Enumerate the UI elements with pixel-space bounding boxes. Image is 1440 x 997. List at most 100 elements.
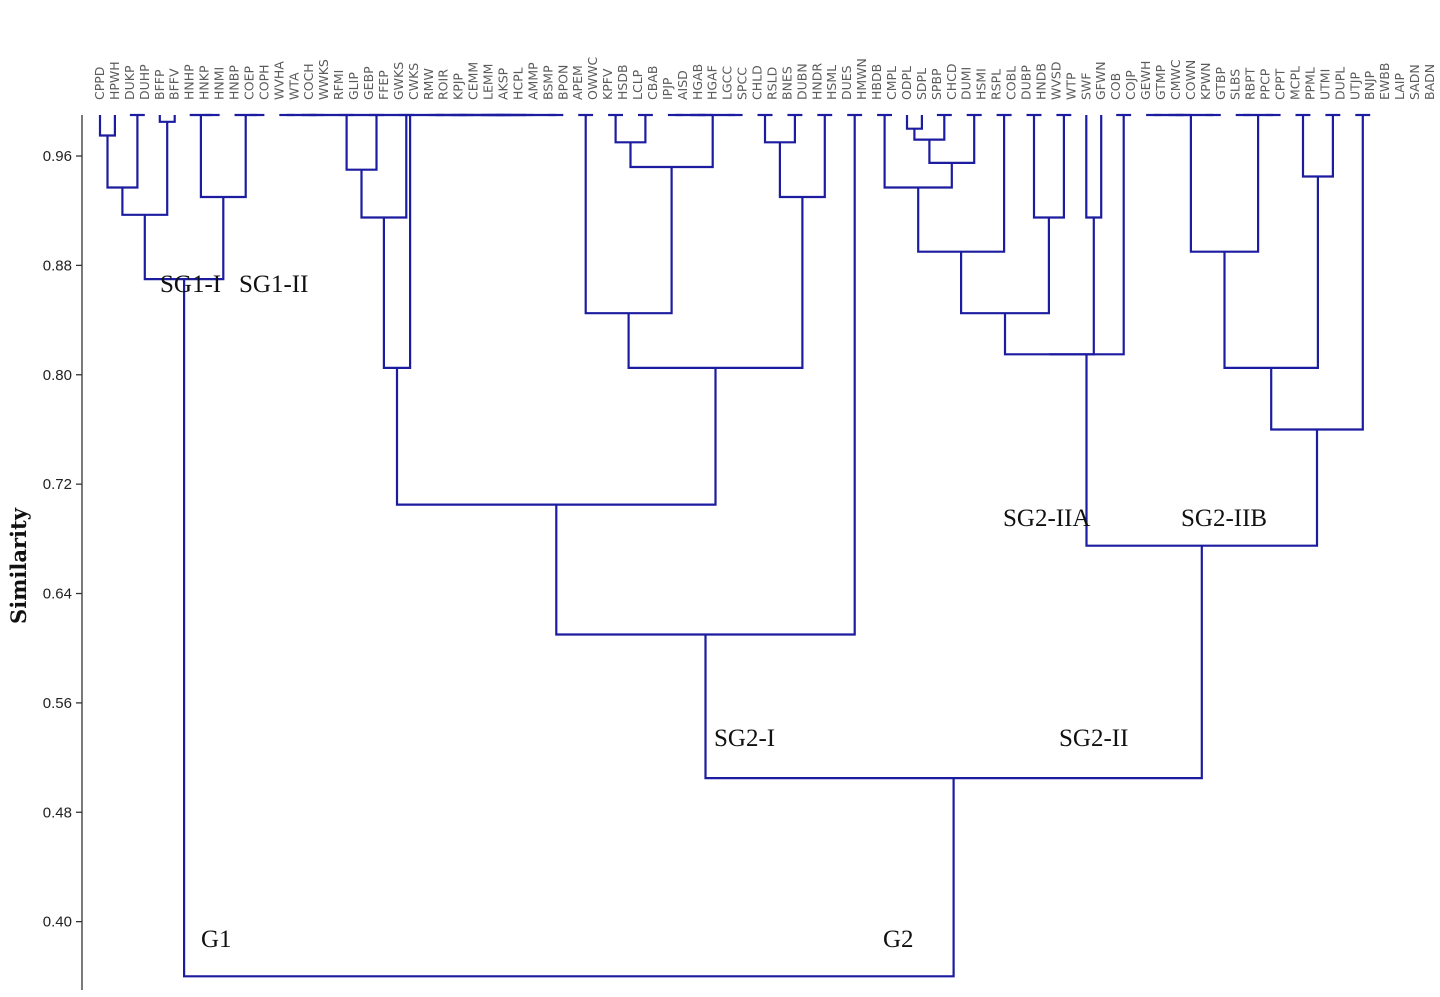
leaf-label: HNHP (182, 64, 197, 100)
group-label-sg1-ii: SG1-II (239, 271, 308, 298)
group-label-g2: G2 (883, 926, 914, 953)
leaf-label: GLIP (346, 72, 361, 100)
leaf-label: HBDB (869, 64, 884, 100)
leaf-label: HMWN (854, 58, 869, 100)
leaf-label: RFMI (331, 70, 346, 100)
leaf-label: GTBP (1213, 67, 1228, 100)
y-tick-label: 0.40 (43, 914, 72, 931)
dendrogram-branch (143, 197, 225, 281)
leaf-label: RSPL (989, 69, 1004, 100)
leaf-label: HNDB (1034, 63, 1049, 100)
leaf-label: OWWC (585, 56, 600, 100)
leaf-label: BSMP (540, 65, 555, 100)
dendrogram-branch (360, 115, 408, 219)
leaf-label: LEMM (481, 64, 496, 100)
leaf-label: KPJP (451, 73, 466, 100)
group-label-sg2-iib: SG2-IIB (1181, 505, 1267, 532)
y-axis: 0.960.880.800.720.640.560.480.40 (43, 115, 83, 990)
leaf-label: HSML (824, 65, 839, 100)
dendrogram-branch (1189, 115, 1260, 253)
leaf-label: COB (1108, 73, 1123, 100)
dendrogram-branch (1301, 115, 1334, 178)
leaf-label: AMMP (525, 62, 540, 100)
leaf-label: DUMI (959, 67, 974, 100)
leaf-label: PPCP (1258, 68, 1273, 100)
dendrogram-branch (98, 115, 116, 137)
leaf-label: RMW (421, 68, 436, 100)
leaf-label: HPWH (107, 61, 122, 100)
leaf-label: DUPL (1332, 67, 1347, 100)
group-label-sg1-i: SG1-I (160, 271, 221, 298)
leaf-label: COJP (1123, 70, 1138, 100)
leaf-label: WVHA (271, 61, 286, 100)
dendrogram-branch (913, 115, 946, 141)
dendrogram-branch (614, 115, 647, 144)
dendrogram-branch (763, 115, 796, 144)
leaf-label: LAIP (1392, 73, 1407, 100)
dendrogram-branch (121, 121, 169, 216)
group-label-sg2-ii: SG2-II (1059, 725, 1128, 752)
leaf-label: WWKS (316, 59, 331, 100)
leaf-label: HNDR (809, 63, 824, 100)
dendrogram-branch (555, 115, 856, 636)
leaf-label: KPFV (600, 68, 615, 100)
dendrogram-branch (584, 115, 673, 315)
leaf-label: CWKS (406, 63, 421, 100)
leaf-label: SLBS (1228, 69, 1243, 100)
leaf-label: HSMI (974, 68, 989, 100)
leaf-label: GEBP (361, 66, 376, 100)
leaf-label: DUKP (122, 65, 137, 100)
y-axis-title: Similarity (6, 507, 31, 624)
y-tick-label: 0.64 (43, 586, 72, 603)
dendrogram-branch (1223, 176, 1319, 369)
leaf-label: ROIR (436, 69, 451, 100)
group-label-sg2-i: SG2-I (714, 725, 775, 752)
leaf-label: GTMP (1153, 64, 1168, 100)
leaf-label: GFWN (1093, 61, 1108, 100)
leaf-label: HSDB (615, 64, 630, 100)
leaf-label: DUES (839, 65, 854, 100)
dendrogram-branch (345, 115, 378, 171)
leaf-label: ODPL (899, 66, 914, 100)
leaf-label: MCPL (1288, 66, 1303, 100)
leaf-label: COEP (241, 66, 256, 100)
leaf-label: UTJP (1347, 72, 1362, 100)
dendrogram-branch (905, 115, 923, 130)
dendrogram-branch (627, 197, 804, 369)
leaf-label: BNES (779, 66, 794, 100)
leaf-label: CMPL (884, 66, 899, 100)
leaf-label: HNKP (197, 65, 212, 100)
leaf-label: PPML (1302, 67, 1317, 100)
leaf-label: DUBP (1019, 65, 1034, 100)
leaf-label: AKSP (496, 67, 511, 100)
y-ticks: 0.960.880.800.720.640.560.480.40 (43, 148, 82, 931)
leaf-label: BNJP (1362, 70, 1377, 100)
leaf-label: CEMM (466, 62, 481, 100)
dendrogram-branch (1085, 115, 1103, 219)
leaf-label: LCLP (630, 69, 645, 100)
leaf-label: COPH (256, 64, 271, 100)
dendrogram-branch (917, 115, 1006, 253)
leaf-label: HCPL (510, 67, 525, 100)
leaf-label: EWBB (1377, 63, 1392, 100)
y-tick-label: 0.96 (43, 148, 72, 165)
leaf-label: GEWH (1138, 61, 1153, 100)
leaf-label: CBAB (645, 66, 660, 100)
dendrogram-branch (629, 115, 714, 169)
y-tick-label: 0.88 (43, 257, 72, 274)
dendrogram-branch (199, 115, 247, 199)
y-tick-label: 0.56 (43, 695, 72, 712)
leaf-label: HNMI (212, 67, 227, 100)
leaf-label: CHCD (944, 64, 959, 100)
leaf-label: UTMI (1317, 69, 1332, 100)
y-tick-label: 0.80 (43, 367, 72, 384)
leaf-label: APEM (570, 65, 585, 100)
leaf-label: WTP (1063, 72, 1078, 100)
leaf-label: COWN (1183, 60, 1198, 100)
leaf-label: KPWN (1198, 63, 1213, 100)
leaf-label: SWF (1078, 73, 1093, 100)
dendrogram-branch (778, 115, 826, 199)
y-tick-label: 0.72 (43, 476, 72, 493)
